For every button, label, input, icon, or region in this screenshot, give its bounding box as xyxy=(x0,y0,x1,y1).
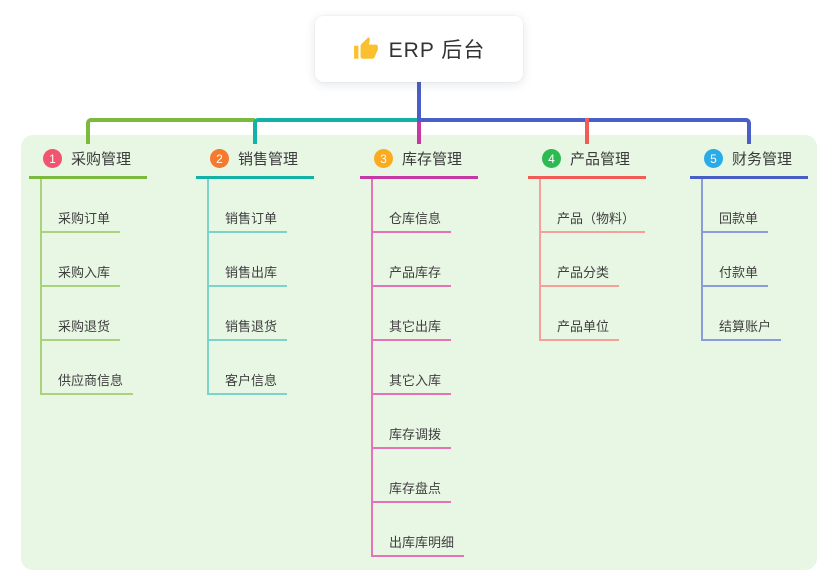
mindmap-panel xyxy=(21,135,817,570)
branch-1-connector xyxy=(86,118,255,144)
branch-number-badge: 5 xyxy=(704,149,723,168)
child-row: 其它入库 xyxy=(373,341,464,395)
child-node[interactable]: 产品库存 xyxy=(373,265,452,287)
child-node[interactable]: 客户信息 xyxy=(209,373,288,395)
child-node[interactable]: 结算账户 xyxy=(703,319,782,341)
child-node[interactable]: 供应商信息 xyxy=(42,373,134,395)
child-row: 库存盘点 xyxy=(373,449,464,503)
branch-column-2: 2 销售管理销售订单销售出库销售退货客户信息 xyxy=(196,148,314,395)
branch-children: 仓库信息产品库存其它出库其它入库库存调拨库存盘点出库库明细 xyxy=(371,179,465,557)
child-row: 库存调拨 xyxy=(373,395,464,449)
child-row: 销售出库 xyxy=(209,233,288,287)
child-row: 销售退货 xyxy=(209,287,288,341)
child-row: 产品库存 xyxy=(373,233,464,287)
branch-number-badge: 3 xyxy=(374,149,393,168)
thumbs-up-icon xyxy=(353,37,378,59)
child-node[interactable]: 库存盘点 xyxy=(373,481,452,503)
child-node[interactable]: 仓库信息 xyxy=(373,211,452,233)
branch-children: 回款单付款单结算账户 xyxy=(701,179,782,341)
child-row: 仓库信息 xyxy=(373,179,464,233)
child-row: 产品单位 xyxy=(541,287,645,341)
branch-title-label: 采购管理 xyxy=(71,151,132,168)
branch-title[interactable]: 5 财务管理 xyxy=(690,148,808,179)
branch-title-label: 产品管理 xyxy=(570,151,631,168)
child-row: 产品分类 xyxy=(541,233,645,287)
branch-number-badge: 2 xyxy=(210,149,229,168)
child-node[interactable]: 产品（物料） xyxy=(541,211,646,233)
child-row: 采购入库 xyxy=(42,233,133,287)
branch-title[interactable]: 1 采购管理 xyxy=(29,148,147,179)
branch-children: 产品（物料） 产品分类产品单位 xyxy=(539,179,646,341)
branch-title-label: 财务管理 xyxy=(732,151,793,168)
child-row: 付款单 xyxy=(703,233,781,287)
child-node[interactable]: 其它入库 xyxy=(373,373,452,395)
branch-title[interactable]: 3 库存管理 xyxy=(360,148,478,179)
child-node[interactable]: 库存调拨 xyxy=(373,427,452,449)
branch-title-label: 库存管理 xyxy=(402,151,463,168)
branch-column-4: 4 产品管理产品（物料） 产品分类产品单位 xyxy=(528,148,646,341)
child-node[interactable]: 出库库明细 xyxy=(373,535,465,557)
child-node[interactable]: 销售订单 xyxy=(209,211,288,233)
branch-children: 销售订单销售出库销售退货客户信息 xyxy=(207,179,288,395)
child-node[interactable]: 采购入库 xyxy=(42,265,121,287)
child-row: 回款单 xyxy=(703,179,781,233)
root-node-label: ERP 后台 xyxy=(388,39,486,62)
child-row: 其它出库 xyxy=(373,287,464,341)
branch-4-connector xyxy=(585,118,589,144)
branch-5-connector xyxy=(417,118,751,144)
branch-column-3: 3 库存管理仓库信息产品库存其它出库其它入库库存调拨库存盘点出库库明细 xyxy=(360,148,478,557)
child-node[interactable]: 采购订单 xyxy=(42,211,121,233)
child-node[interactable]: 采购退货 xyxy=(42,319,121,341)
branch-children: 采购订单采购入库采购退货供应商信息 xyxy=(40,179,134,395)
child-node[interactable]: 产品分类 xyxy=(541,265,620,287)
root-connector-line xyxy=(417,82,421,120)
child-row: 供应商信息 xyxy=(42,341,134,395)
child-row: 产品（物料） xyxy=(541,179,646,233)
root-node[interactable]: ERP 后台 xyxy=(315,16,523,82)
child-row: 采购订单 xyxy=(42,179,133,233)
child-row: 采购退货 xyxy=(42,287,133,341)
branch-title[interactable]: 4 产品管理 xyxy=(528,148,646,179)
child-node[interactable]: 付款单 xyxy=(703,265,769,287)
child-node[interactable]: 产品单位 xyxy=(541,319,620,341)
branch-3-connector xyxy=(417,122,421,144)
child-row: 结算账户 xyxy=(703,287,782,341)
branch-title-label: 销售管理 xyxy=(238,151,299,168)
child-node[interactable]: 销售退货 xyxy=(209,319,288,341)
branch-number-badge: 1 xyxy=(43,149,62,168)
child-node[interactable]: 回款单 xyxy=(703,211,769,233)
branch-2-connector xyxy=(253,118,419,144)
branch-column-5: 5 财务管理回款单付款单结算账户 xyxy=(690,148,808,341)
branch-title[interactable]: 2 销售管理 xyxy=(196,148,314,179)
child-row: 出库库明细 xyxy=(373,503,465,557)
child-row: 销售订单 xyxy=(209,179,288,233)
child-row: 客户信息 xyxy=(209,341,288,395)
branch-column-1: 1 采购管理采购订单采购入库采购退货供应商信息 xyxy=(29,148,147,395)
child-node[interactable]: 销售出库 xyxy=(209,265,288,287)
child-node[interactable]: 其它出库 xyxy=(373,319,452,341)
branch-number-badge: 4 xyxy=(542,149,561,168)
